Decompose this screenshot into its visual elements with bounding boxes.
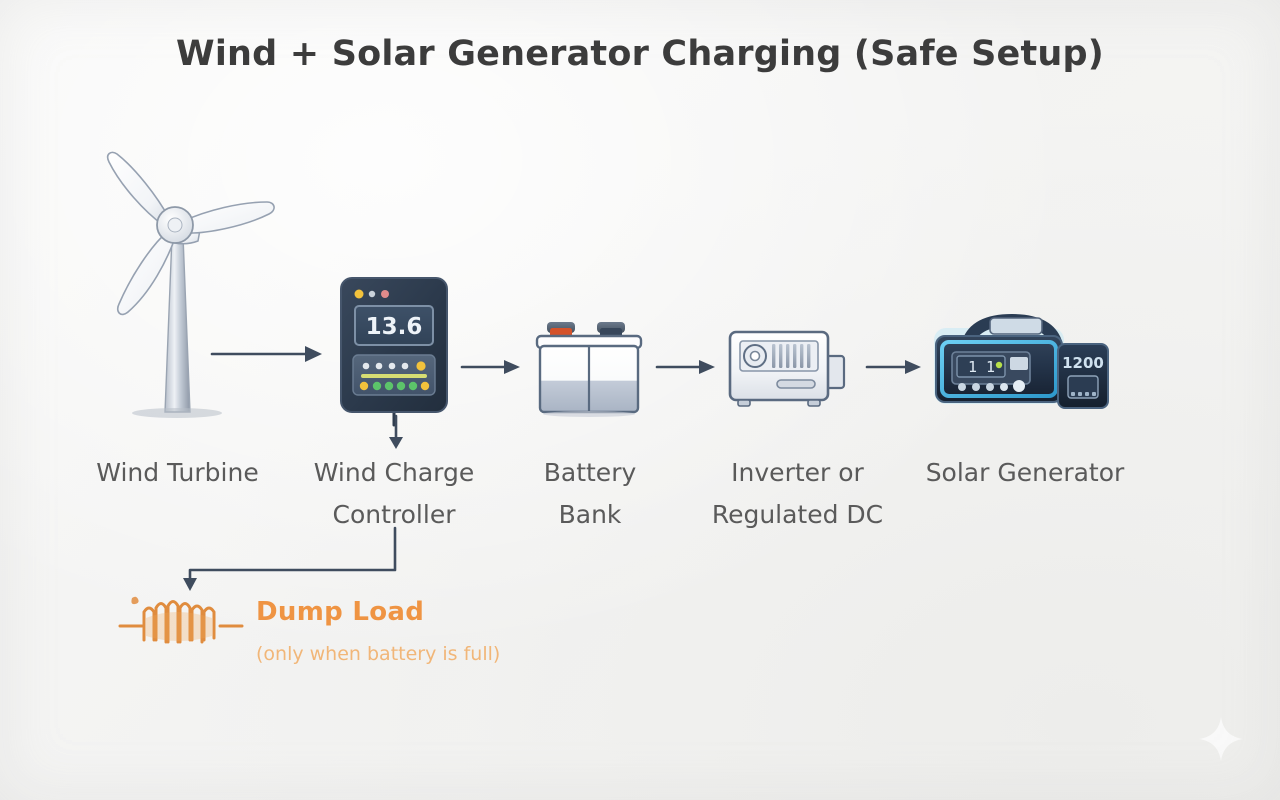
inverter-icon — [722, 318, 858, 418]
label-battery-bank: Battery Bank — [543, 458, 637, 529]
page-title: Wind + Solar Generator Charging (Safe Se… — [176, 34, 1104, 74]
dump-load-title: Dump Load — [256, 597, 425, 627]
charge-controller-icon: 13.6 — [338, 275, 450, 427]
generator-display-segments: 1 1 — [968, 358, 995, 376]
arrow-controller-down — [384, 414, 408, 450]
sparkle-icon — [1198, 716, 1244, 762]
solar-generator-icon: 1 1 1200 — [920, 308, 1116, 423]
controller-display-value: 13.6 — [366, 314, 423, 340]
label-solar-generator: Solar Generator — [925, 458, 1125, 487]
label-charge-controller: Wind Charge Controller — [313, 458, 475, 529]
generator-side-panel-text: 1200 — [1062, 354, 1104, 372]
arrow-turbine-to-controller — [210, 342, 325, 366]
arrow-controller-to-battery — [460, 355, 522, 379]
arrow-battery-to-inverter — [655, 355, 717, 379]
dump-load-subtitle: (only when battery is full) — [256, 643, 501, 665]
arrow-controller-to-dump-load — [180, 526, 410, 594]
arrow-inverter-to-generator — [865, 355, 923, 379]
label-inverter: Inverter or Regulated DC — [711, 458, 884, 529]
dump-load-coil-icon — [116, 592, 246, 654]
label-wind-turbine: Wind Turbine — [96, 458, 259, 487]
wind-turbine-icon — [95, 140, 290, 440]
battery-bank-icon — [530, 318, 650, 418]
